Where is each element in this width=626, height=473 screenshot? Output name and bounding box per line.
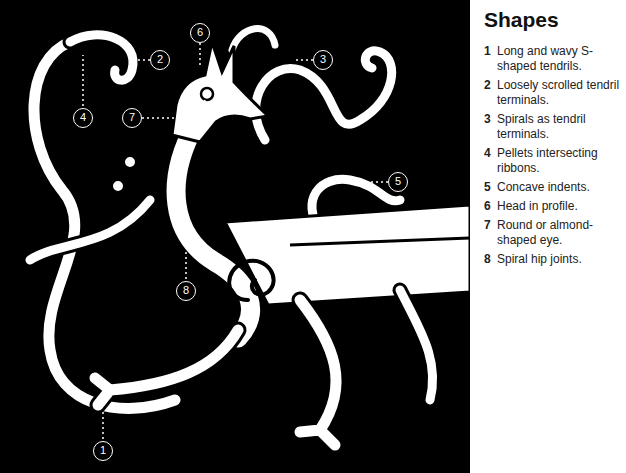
callout-number: 1 (93, 441, 113, 461)
list-text: Spiral hip joints. (497, 252, 622, 267)
list-row: 2Loosely scrolled tendril terminals. (484, 78, 622, 108)
list-number: 3 (484, 112, 497, 142)
callout-number: 6 (190, 23, 210, 43)
callout-number: 7 (122, 108, 142, 128)
callout-number: 8 (176, 281, 196, 301)
list-row: 6Head in profile. (484, 199, 622, 214)
list-number: 4 (484, 146, 497, 176)
list-number: 2 (484, 78, 497, 108)
shape-list: 1Long and wavy S-shaped tendrils.2Loosel… (484, 44, 622, 271)
beast-illustration (0, 0, 470, 473)
list-text: Long and wavy S-shaped tendrils. (497, 44, 622, 74)
list-row: 3Spirals as tendril terminals. (484, 112, 622, 142)
list-row: 7Round or almond-shaped eye. (484, 218, 622, 248)
list-text: Pellets intersecting ribbons. (497, 146, 622, 176)
list-number: 7 (484, 218, 497, 248)
list-number: 8 (484, 252, 497, 267)
list-text: Round or almond-shaped eye. (497, 218, 622, 248)
list-text: Concave indents. (497, 180, 622, 195)
callout-number: 3 (313, 50, 333, 70)
list-text: Head in profile. (497, 199, 622, 214)
callout-number: 2 (150, 50, 170, 70)
list-row: 8Spiral hip joints. (484, 252, 622, 267)
heading: Shapes (484, 8, 559, 32)
list-number: 1 (484, 44, 497, 74)
list-number: 6 (484, 199, 497, 214)
callout-number: 4 (73, 108, 93, 128)
list-row: 4Pellets intersecting ribbons. (484, 146, 622, 176)
callout-number: 5 (388, 172, 408, 192)
list-row: 5Concave indents. (484, 180, 622, 195)
list-number: 5 (484, 180, 497, 195)
list-text: Spirals as tendril terminals. (497, 112, 622, 142)
list-text: Loosely scrolled tendril terminals. (497, 78, 622, 108)
list-row: 1Long and wavy S-shaped tendrils. (484, 44, 622, 74)
